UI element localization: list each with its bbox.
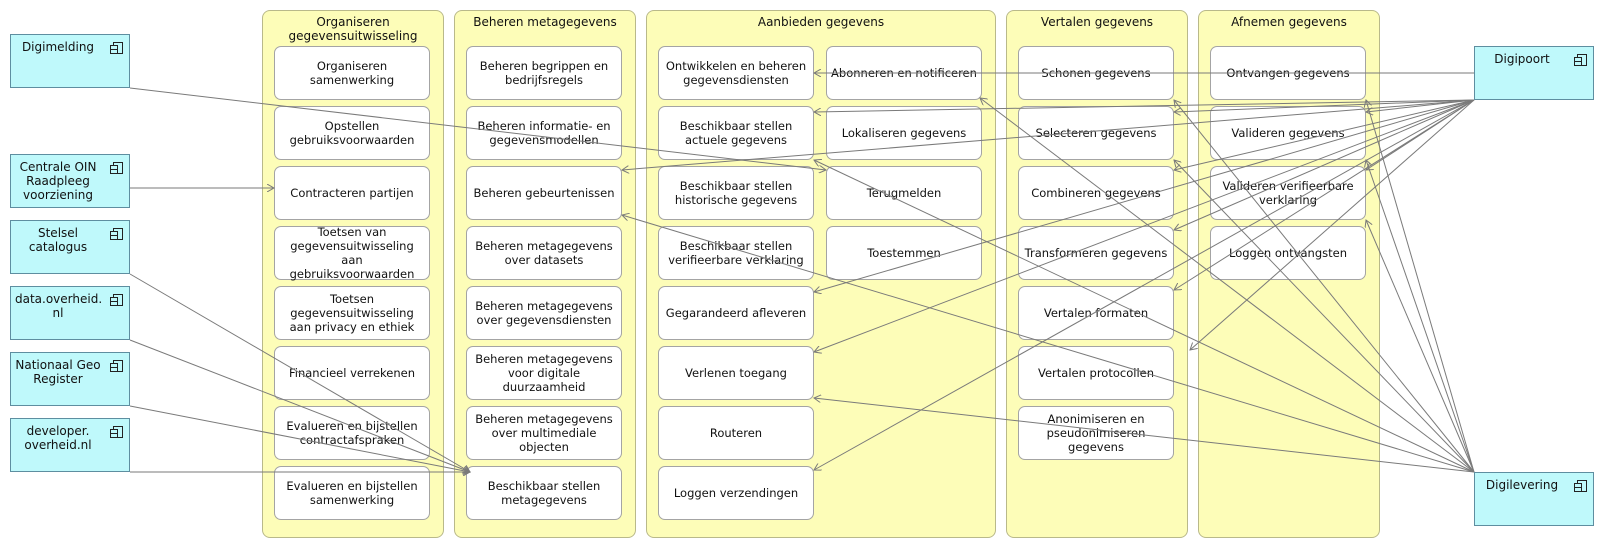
group-title-aanbieden: Aanbieden gegevens xyxy=(757,15,885,29)
component-icon xyxy=(110,228,123,240)
function-box[interactable]: Beschikbaar stellen actuele gegevens xyxy=(658,106,814,160)
relation-line xyxy=(1366,99,1475,170)
function-box[interactable]: Gegarandeerd afleveren xyxy=(658,286,814,340)
function-box[interactable]: Beschikbaar stellen metagegevens xyxy=(466,466,622,520)
component-icon xyxy=(1574,54,1587,66)
function-box[interactable]: Anonimiseren en pseudonimiseren gegevens xyxy=(1018,406,1174,460)
app-label: Digimelding xyxy=(21,40,95,54)
function-box[interactable]: Valideren gegevens xyxy=(1210,106,1366,160)
app-label: developer. overheid.nl xyxy=(24,424,92,452)
function-box[interactable]: Evalueren en bijstellen samenwerking xyxy=(274,466,430,520)
app-label: data.overheid. nl xyxy=(15,292,103,320)
app-nationaal-geo-register[interactable]: Nationaal Geo Register xyxy=(10,352,130,406)
function-box[interactable]: Abonneren en notificeren xyxy=(826,46,982,100)
component-icon xyxy=(1574,480,1587,492)
function-box[interactable]: Transformeren gegevens xyxy=(1018,226,1174,280)
group-title-metagegevens: Beheren metagegevens xyxy=(473,15,617,29)
function-box[interactable]: Terugmelden xyxy=(826,166,982,220)
function-box[interactable]: Beheren begrippen en bedrijfsregels xyxy=(466,46,622,100)
function-box[interactable]: Ontwikkelen en beheren gegevensdiensten xyxy=(658,46,814,100)
function-box[interactable]: Vertalen protocollen xyxy=(1018,346,1174,400)
function-box[interactable]: Contracteren partijen xyxy=(274,166,430,220)
function-box[interactable]: Toestemmen xyxy=(826,226,982,280)
component-icon xyxy=(110,162,123,174)
function-box[interactable]: Beschikbaar stellen verifieerbare verkla… xyxy=(658,226,814,280)
function-box[interactable]: Beheren metagegevens over gegevensdienst… xyxy=(466,286,622,340)
function-box[interactable]: Loggen ontvangsten xyxy=(1210,226,1366,280)
app-label: Stelsel catalogus xyxy=(28,226,88,254)
function-box[interactable]: Organiseren samenwerking xyxy=(274,46,430,100)
app-label: Nationaal Geo Register xyxy=(15,358,101,386)
function-box[interactable]: Valideren verifieerbare verklaring xyxy=(1210,166,1366,220)
relation-line xyxy=(1366,160,1475,473)
function-box[interactable]: Evalueren en bijstellen contractafsprake… xyxy=(274,406,430,460)
function-box[interactable]: Beheren metagegevens voor digitale duurz… xyxy=(466,346,622,400)
function-box[interactable]: Vertalen formaten xyxy=(1018,286,1174,340)
app-developer-overheid[interactable]: developer. overheid.nl xyxy=(10,418,130,472)
function-box[interactable]: Lokaliseren gegevens xyxy=(826,106,982,160)
component-icon xyxy=(110,42,123,54)
function-box[interactable]: Beheren informatie- en gegevensmodellen xyxy=(466,106,622,160)
group-title-vertalen: Vertalen gegevens xyxy=(1040,15,1154,29)
function-box[interactable]: Ontvangen gegevens xyxy=(1210,46,1366,100)
component-icon xyxy=(110,294,123,306)
function-box[interactable]: Beheren metagegevens over multimediale o… xyxy=(466,406,622,460)
function-box[interactable]: Beheren metagegevens over datasets xyxy=(466,226,622,280)
function-box[interactable]: Financieel verrekenen xyxy=(274,346,430,400)
component-icon xyxy=(110,360,123,372)
function-box[interactable]: Verlenen toegang xyxy=(658,346,814,400)
function-box[interactable]: Opstellen gebruiksvoorwaarden xyxy=(274,106,430,160)
function-box[interactable]: Routeren xyxy=(658,406,814,460)
group-title-afnemen: Afnemen gegevens xyxy=(1231,15,1347,29)
app-digimelding[interactable]: Digimelding xyxy=(10,34,130,88)
function-box[interactable]: Selecteren gegevens xyxy=(1018,106,1174,160)
function-box[interactable]: Beheren gebeurtenissen xyxy=(466,166,622,220)
function-box[interactable]: Beschikbaar stellen historische gegevens xyxy=(658,166,814,220)
app-data-overheid[interactable]: data.overheid. nl xyxy=(10,286,130,340)
function-box[interactable]: Combineren gegevens xyxy=(1018,166,1174,220)
component-icon xyxy=(110,426,123,438)
function-box[interactable]: Toetsen gegevensuitwisseling aan privacy… xyxy=(274,286,430,340)
function-box[interactable]: Loggen verzendingen xyxy=(658,466,814,520)
app-stelsel-catalogus[interactable]: Stelsel catalogus xyxy=(10,220,130,274)
relation-line xyxy=(1366,99,1475,112)
group-title-organiseren: Organiseren gegevensuitwisseling xyxy=(288,15,418,43)
relation-line xyxy=(1366,100,1475,473)
app-digilevering[interactable]: Digilevering xyxy=(1474,472,1594,526)
app-label: Digilevering xyxy=(1485,478,1559,492)
app-centrale-oin[interactable]: Centrale OIN Raadpleeg voorziening xyxy=(10,154,130,208)
app-label: Centrale OIN Raadpleeg voorziening xyxy=(19,160,97,202)
app-digipoort[interactable]: Digipoort xyxy=(1474,46,1594,100)
relation-line xyxy=(1366,220,1475,473)
function-box[interactable]: Toetsen van gegevensuitwisseling aan geb… xyxy=(274,225,430,281)
app-label: Digipoort xyxy=(1494,52,1550,66)
function-box[interactable]: Schonen gegevens xyxy=(1018,46,1174,100)
